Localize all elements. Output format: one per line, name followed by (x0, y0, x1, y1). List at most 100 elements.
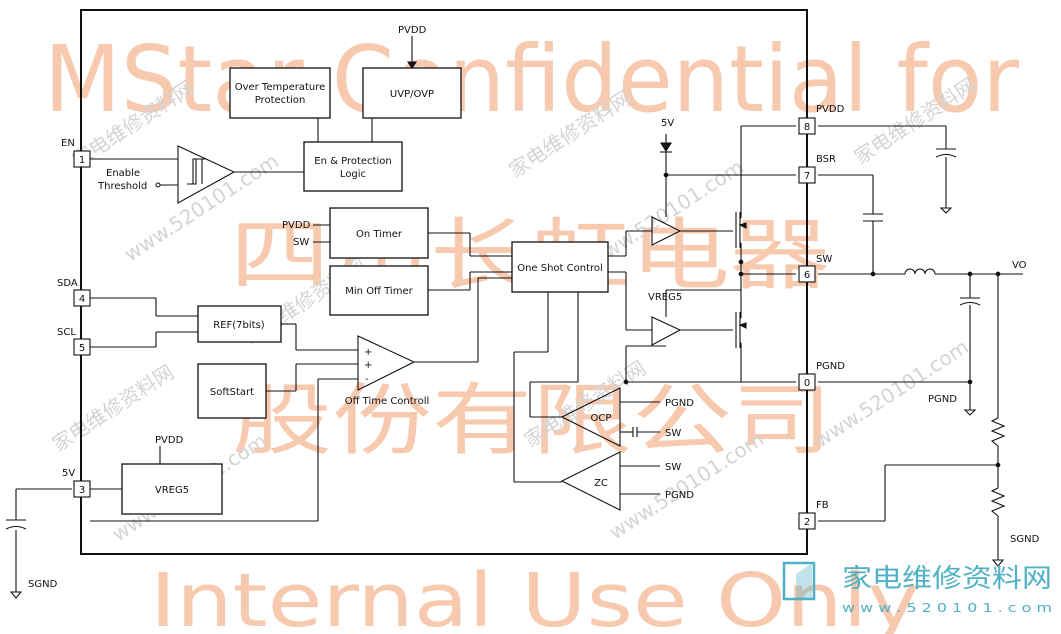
pin-sw (798, 265, 816, 283)
over-temp-label-2: Protection (255, 95, 306, 106)
low-side-driver (651, 316, 682, 346)
zc-sw-label: SW (665, 462, 681, 473)
watermark-line2: Internal Use Only (150, 558, 920, 634)
pin-sda (73, 289, 91, 307)
enable-threshold-label-1: Enable (106, 168, 140, 179)
logo-cn-text: 家电维修资料网 (842, 564, 1052, 594)
vreg-pvdd-label: PVDD (155, 435, 184, 446)
pgnd-ext-label: PGND (928, 394, 957, 405)
pvdd-top-label: PVDD (398, 25, 427, 36)
over-temp-label-1: Over Temperature (235, 82, 326, 93)
softstart-block (197, 363, 267, 419)
pin-sw-label: SW (816, 254, 832, 265)
vo-label: VO (1012, 260, 1027, 271)
one-shot-label: One Shot Control (517, 263, 603, 274)
en-prot-label-2: Logic (340, 169, 366, 180)
watermark-line1: MStar Confidential for (44, 26, 1019, 133)
over-temperature-block (229, 67, 331, 119)
output-cap-icon (959, 301, 981, 306)
one-shot-control-block (511, 241, 609, 293)
plus-input-2: + (364, 360, 372, 371)
pin-pgnd (798, 373, 816, 391)
5v-cap-icon (5, 525, 27, 530)
pin-5v-label: 5V (62, 468, 75, 479)
min-off-timer-block (329, 265, 429, 316)
diode-icon (660, 142, 672, 153)
pin-bsr-label: BSR (816, 154, 836, 165)
ground-icon (9, 591, 23, 599)
supply-5v-label: 5V (661, 118, 674, 129)
on-timer-label: On Timer (356, 229, 403, 240)
ref-7bits-block (197, 305, 282, 343)
min-off-timer-label: Min Off Timer (345, 286, 413, 297)
uvp-ovp-label: UVP/OVP (390, 89, 434, 100)
en-protection-logic-block (303, 141, 403, 192)
pin-scl-number: 5 (79, 343, 85, 354)
pin-bsr (798, 166, 816, 184)
site-logo: 家电维修资料网 w w w . 5 2 0 1 0 1 . c o m (782, 561, 1052, 615)
pin-scl (73, 338, 91, 356)
pin-en (73, 150, 91, 168)
zc-label: ZC (594, 478, 608, 489)
pin-sda-number: 4 (79, 294, 85, 305)
uvp-ovp-block (362, 67, 462, 119)
hysteresis-symbol (192, 158, 203, 184)
pin-bsr-number: 7 (804, 171, 810, 182)
sgnd-right-label: SGND (1010, 534, 1040, 545)
minus-input: - (365, 374, 369, 385)
watermark-cn-line2: 股份有限公司 (232, 376, 832, 466)
ref-label: REF(7bits) (213, 320, 265, 331)
vreg5-block (121, 463, 223, 515)
en-prot-label-1: En & Protection (314, 156, 391, 167)
pin-pvdd-number: 8 (804, 122, 810, 133)
watermark-layer: MStar Confidential for Internal Use Only… (44, 26, 1019, 634)
pin-en-label: EN (61, 138, 75, 149)
logo-box-icon (782, 561, 816, 601)
pin-pvdd-label: PVDD (816, 104, 845, 115)
ontimer-pvdd-label: PVDD (282, 220, 311, 231)
pin-5v (73, 480, 91, 498)
symbols (5, 61, 1006, 599)
ocp-label: OCP (591, 413, 612, 424)
fet-arrow-icon (738, 222, 747, 229)
arrow-down-icon (406, 61, 418, 69)
pin-pvdd (798, 117, 816, 135)
off-time-label: Off Time Controll (345, 396, 430, 407)
vreg5-gate-label: VREG5 (648, 292, 682, 303)
pin-en-number: 1 (79, 155, 85, 166)
ocp-sw-label: SW (665, 428, 681, 439)
ground-icon (939, 207, 953, 214)
ocp-pgnd-label: PGND (665, 398, 694, 409)
off-time-comparator (357, 335, 416, 391)
pin-sda-label: SDA (57, 278, 78, 289)
pin-pgnd-number: 0 (804, 378, 810, 389)
high-side-driver (651, 216, 682, 246)
logo-url-text: w w w . 5 2 0 1 0 1 . c o m (842, 601, 1052, 615)
plus-input-1: + (364, 347, 372, 358)
threshold-node (155, 182, 161, 188)
enable-comparator (177, 145, 236, 204)
fet-arrow-icon (738, 322, 747, 329)
pin-scl-label: SCL (57, 327, 76, 338)
ontimer-sw-label: SW (293, 237, 309, 248)
ground-icon (963, 409, 977, 416)
pin-sw-number: 6 (804, 270, 810, 281)
pin-fb-label: FB (816, 500, 829, 511)
resistor-bottom-icon (990, 487, 1006, 517)
ocp-comparator (560, 387, 621, 447)
enable-threshold-label-2: Threshold (97, 181, 147, 192)
ground-icon (991, 559, 1005, 567)
softstart-label: SoftStart (210, 387, 254, 398)
pin-fb (798, 512, 816, 530)
pin-5v-number: 3 (79, 485, 85, 496)
pin-fb-number: 2 (804, 517, 810, 528)
pin-pgnd-label: PGND (816, 361, 845, 372)
resistor-top-icon (990, 417, 1006, 447)
vreg5-label: VREG5 (155, 485, 189, 496)
sgnd-left-label: SGND (28, 579, 58, 590)
pvdd-cap-icon (935, 153, 957, 158)
zc-comparator (560, 451, 621, 511)
on-timer-block (329, 207, 429, 259)
inductor-icon (904, 268, 936, 275)
